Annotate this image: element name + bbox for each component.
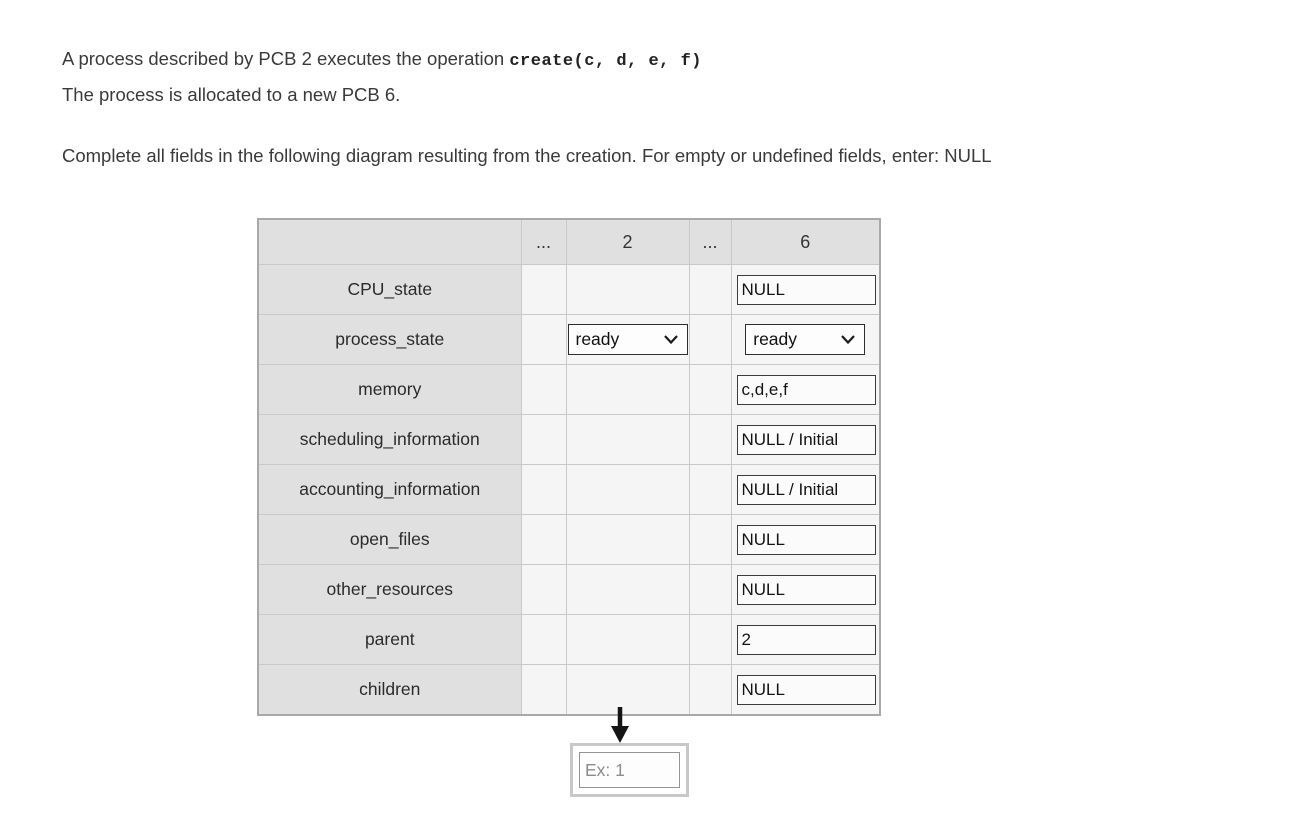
row-label-open-files: open_files bbox=[257, 514, 522, 565]
header-corner-cell bbox=[257, 218, 522, 265]
pcb6-parent-input[interactable] bbox=[736, 624, 876, 655]
statement-line2: The process is allocated to a new PCB 6. bbox=[62, 84, 401, 105]
header-pcb-6: 6 bbox=[730, 218, 881, 265]
table-row: memory bbox=[257, 364, 881, 415]
pcb6-accounting-information-input[interactable] bbox=[736, 474, 876, 505]
table-row: parent bbox=[257, 614, 881, 665]
pcb-table: ... 2 ... 6 CPU_state process_state read… bbox=[257, 218, 881, 716]
cell-pcb2-parent bbox=[565, 614, 690, 665]
cell-ellipsis bbox=[688, 464, 732, 515]
pcb6-children-input[interactable] bbox=[736, 674, 876, 705]
table-row: scheduling_information bbox=[257, 414, 881, 465]
cell-pcb2-other-resources bbox=[565, 564, 690, 615]
cell-ellipsis bbox=[688, 614, 732, 665]
answer-box bbox=[570, 743, 689, 797]
pcb6-memory-input[interactable] bbox=[736, 374, 876, 405]
cell-ellipsis bbox=[688, 414, 732, 465]
table-row: children bbox=[257, 664, 881, 716]
problem-statement: A process described by PCB 2 executes th… bbox=[62, 42, 702, 111]
down-arrow-icon bbox=[611, 707, 629, 743]
table-row: CPU_state bbox=[257, 264, 881, 315]
cell-ellipsis bbox=[688, 564, 732, 615]
cell-pcb6-scheduling bbox=[730, 414, 881, 465]
chevron-down-icon bbox=[663, 335, 678, 344]
cell-pcb6-accounting bbox=[730, 464, 881, 515]
cell-ellipsis bbox=[520, 664, 567, 716]
statement-line1-text: A process described by PCB 2 executes th… bbox=[62, 48, 510, 69]
row-label-parent: parent bbox=[257, 614, 522, 665]
create-operation-code: create(c, d, e, f) bbox=[509, 52, 702, 71]
answer-input[interactable] bbox=[579, 752, 680, 788]
cell-ellipsis bbox=[688, 364, 732, 415]
cell-ellipsis bbox=[688, 514, 732, 565]
select-value: ready bbox=[753, 329, 798, 349]
row-label-memory: memory bbox=[257, 364, 522, 415]
cell-pcb6-cpu-state bbox=[730, 264, 881, 315]
pcb6-scheduling-information-input[interactable] bbox=[736, 424, 876, 455]
cell-ellipsis bbox=[688, 264, 732, 315]
cell-pcb6-open-files bbox=[730, 514, 881, 565]
chevron-down-icon bbox=[841, 335, 856, 344]
header-ellipsis-right: ... bbox=[688, 218, 732, 265]
pcb-table-header-row: ... 2 ... 6 bbox=[257, 218, 881, 265]
pcb6-other-resources-input[interactable] bbox=[736, 574, 876, 605]
cell-pcb6-parent bbox=[730, 614, 881, 665]
row-label-children: children bbox=[257, 664, 522, 716]
cell-ellipsis bbox=[520, 464, 567, 515]
cell-pcb2-memory bbox=[565, 364, 690, 415]
cell-pcb2-scheduling bbox=[565, 414, 690, 465]
cell-ellipsis bbox=[520, 414, 567, 465]
cell-ellipsis bbox=[520, 614, 567, 665]
cell-ellipsis bbox=[688, 314, 732, 365]
header-ellipsis-left: ... bbox=[520, 218, 567, 265]
row-label-other-resources: other_resources bbox=[257, 564, 522, 615]
cell-pcb2-children bbox=[565, 664, 690, 716]
cell-pcb6-other-resources bbox=[730, 564, 881, 615]
cell-ellipsis bbox=[520, 514, 567, 565]
cell-pcb2-cpu-state bbox=[565, 264, 690, 315]
header-pcb-2: 2 bbox=[565, 218, 690, 265]
table-row: process_state ready ready bbox=[257, 314, 881, 365]
table-row: open_files bbox=[257, 514, 881, 565]
cell-pcb6-memory bbox=[730, 364, 881, 415]
select-value: ready bbox=[575, 329, 620, 349]
cell-ellipsis bbox=[520, 264, 567, 315]
statement-line1: A process described by PCB 2 executes th… bbox=[62, 42, 702, 78]
table-row: other_resources bbox=[257, 564, 881, 615]
cell-ellipsis bbox=[520, 314, 567, 365]
row-label-process-state: process_state bbox=[257, 314, 522, 365]
instruction-text: Complete all fields in the following dia… bbox=[62, 145, 992, 166]
row-label-accounting-information: accounting_information bbox=[257, 464, 522, 515]
cell-pcb6-process-state: ready bbox=[730, 314, 881, 365]
cell-pcb2-accounting bbox=[565, 464, 690, 515]
cell-pcb6-children bbox=[730, 664, 881, 716]
cell-ellipsis bbox=[688, 664, 732, 716]
pcb2-process-state-select[interactable]: ready bbox=[567, 324, 688, 355]
table-row: accounting_information bbox=[257, 464, 881, 515]
pcb6-open-files-input[interactable] bbox=[736, 524, 876, 555]
pcb6-cpu-state-input[interactable] bbox=[736, 274, 876, 305]
row-label-scheduling-information: scheduling_information bbox=[257, 414, 522, 465]
cell-pcb2-process-state: ready bbox=[565, 314, 690, 365]
cell-pcb2-open-files bbox=[565, 514, 690, 565]
cell-ellipsis bbox=[520, 564, 567, 615]
pcb6-process-state-select[interactable]: ready bbox=[745, 324, 866, 355]
row-label-cpu-state: CPU_state bbox=[257, 264, 522, 315]
cell-ellipsis bbox=[520, 364, 567, 415]
